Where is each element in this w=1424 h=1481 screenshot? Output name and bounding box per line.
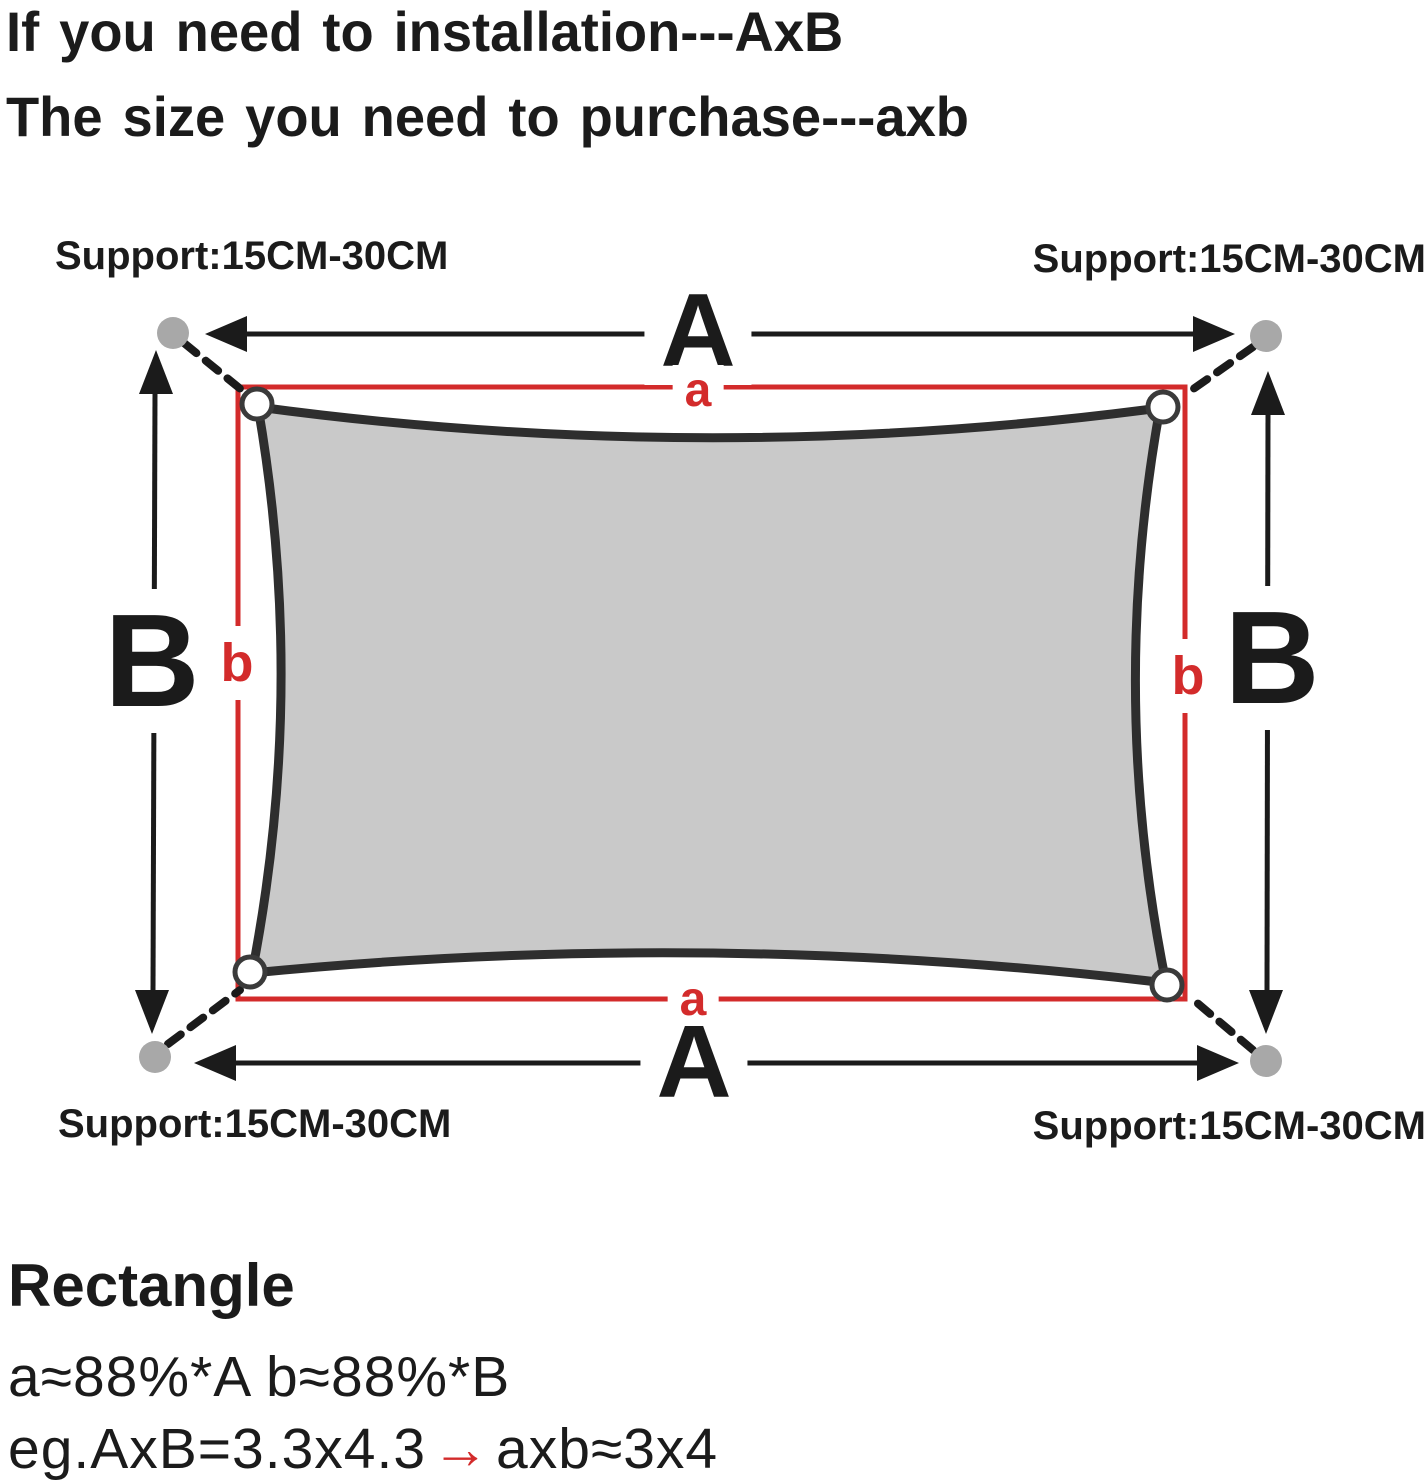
anchor-point-top-right — [1250, 320, 1282, 352]
arrowhead-right-icon — [1193, 316, 1235, 352]
anchor-point-bottom-right — [1250, 1045, 1282, 1077]
support-label-bottom-left: Support:15CM-30CM — [58, 1102, 452, 1146]
anchor-point-top-left — [157, 317, 189, 349]
tether-top-right — [1185, 343, 1257, 396]
size-example-installation: eg.AxB=3.3x4.3 — [8, 1417, 427, 1481]
d-ring-top-left-icon — [239, 386, 275, 422]
anchor-point-bottom-left — [139, 1041, 171, 1073]
d-ring-bottom-left-icon — [232, 954, 268, 990]
support-label-top-right: Support:15CM-30CM — [1032, 237, 1424, 281]
d-ring-bottom-right-icon — [1149, 967, 1185, 1003]
arrowhead-up-icon — [1251, 371, 1285, 415]
corner-d-rings — [232, 386, 1185, 1003]
dimension-label-b-right: b — [1165, 639, 1211, 713]
size-formula: a≈88%*A b≈88%*B — [8, 1345, 511, 1409]
arrowhead-down-icon — [135, 990, 169, 1034]
size-example: eg.AxB=3.3x4.3→axb≈3x4 — [8, 1421, 718, 1478]
dimension-label-A-bottom: A — [640, 1008, 748, 1116]
support-label-top-left: Support:15CM-30CM — [55, 234, 449, 278]
size-example-purchase: axb≈3x4 — [496, 1417, 719, 1481]
arrowhead-down-icon — [1249, 990, 1283, 1034]
arrowhead-left-icon — [194, 1045, 236, 1081]
title-line-2: The size you need to purchase---axb — [6, 85, 969, 148]
tether-bottom-right — [1185, 992, 1257, 1054]
conversion-arrow-icon: → — [432, 1417, 491, 1481]
support-label-bottom-right: Support:15CM-30CM — [1032, 1104, 1424, 1148]
dimension-label-a-bottom: a — [667, 974, 719, 1026]
d-ring-top-right-icon — [1145, 389, 1181, 425]
arrowhead-up-icon — [139, 350, 173, 394]
dimension-label-B-right: B — [1214, 586, 1330, 730]
dimension-label-b-left: b — [214, 626, 260, 700]
anchor-points — [139, 317, 1282, 1077]
corner-tethers — [164, 339, 1257, 1054]
tether-top-left — [180, 339, 247, 395]
dimension-label-a-top: a — [672, 365, 724, 417]
dimension-label-B-left: B — [94, 589, 210, 733]
arrowhead-left-icon — [205, 316, 247, 352]
title-line-1: If you need to installation---AxB — [6, 0, 844, 63]
shade-sail-fabric — [247, 402, 1171, 988]
shape-name: Rectangle — [8, 1252, 295, 1319]
arrowhead-right-icon — [1197, 1045, 1239, 1081]
tether-bottom-left — [164, 986, 244, 1048]
